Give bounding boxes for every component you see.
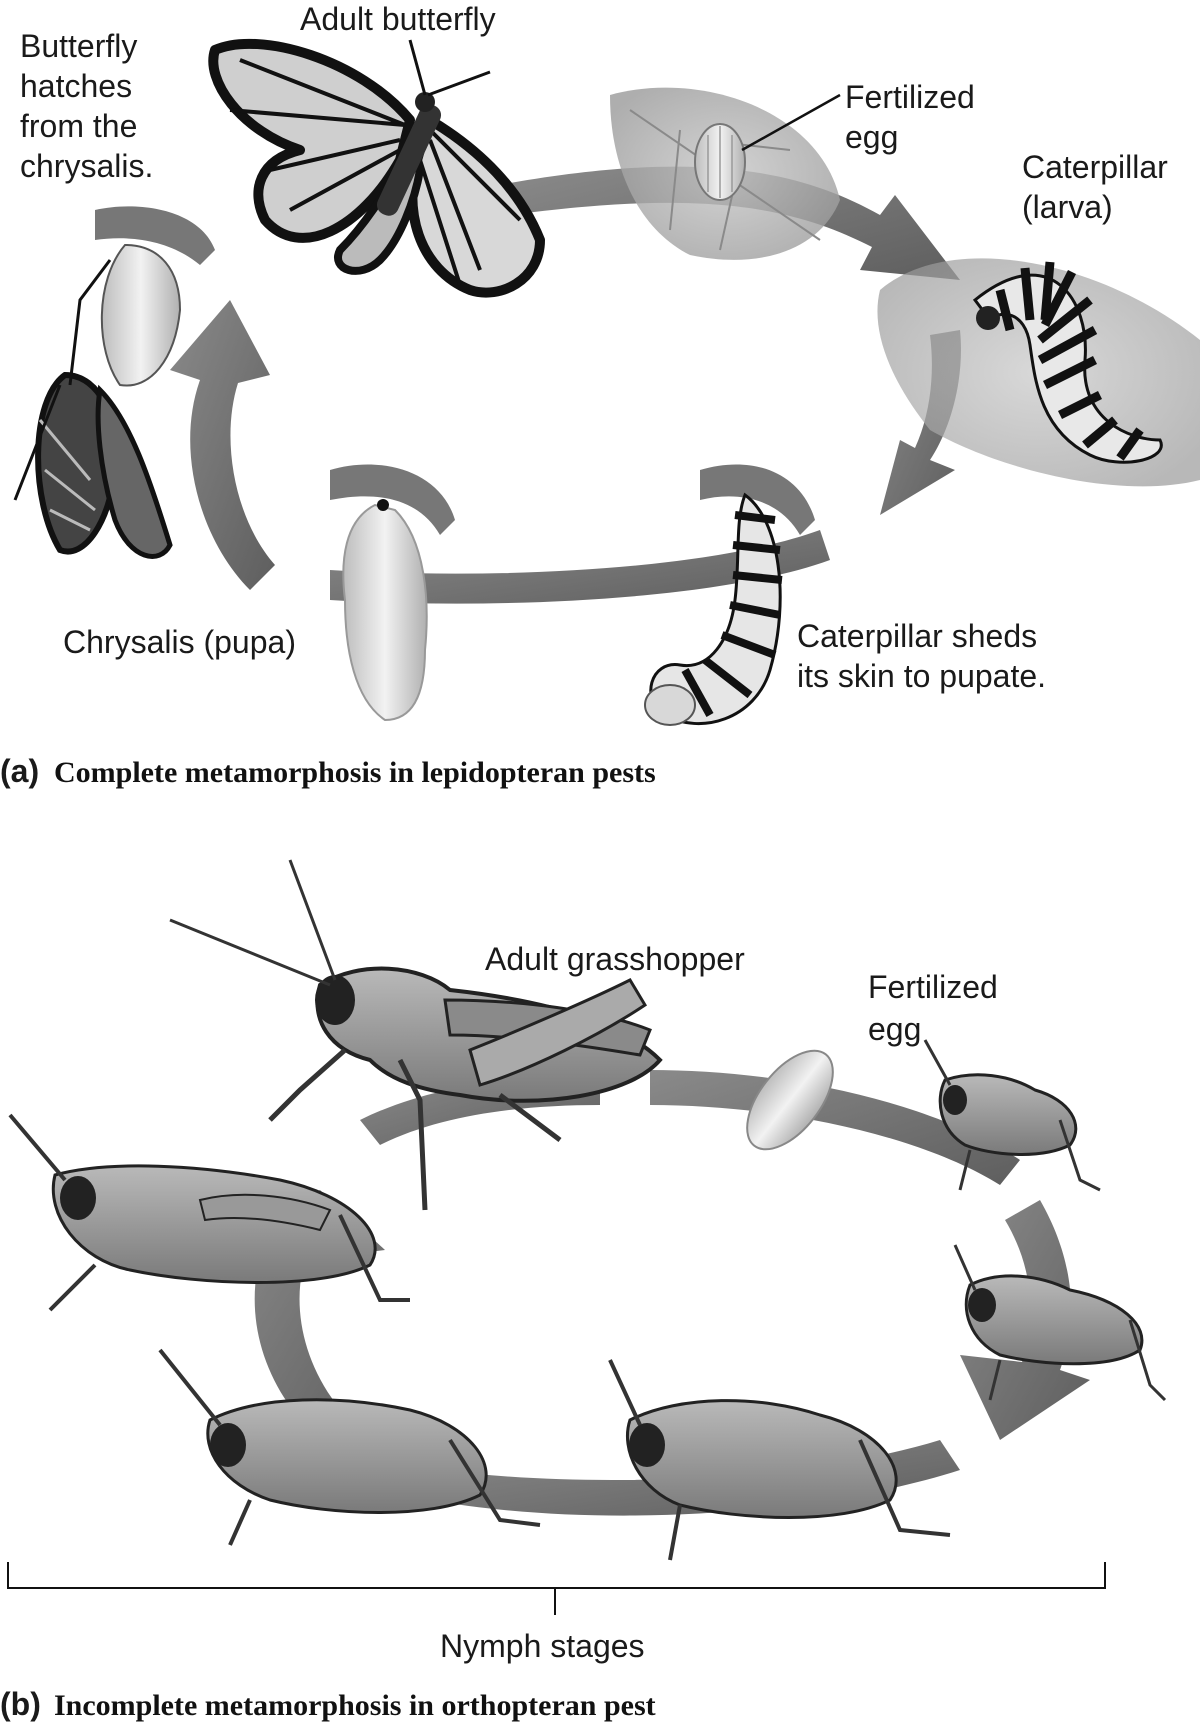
nymph-grasshopper-4	[158, 1348, 541, 1546]
nymph-grasshopper-1	[923, 1039, 1101, 1192]
chrysalis-illustration	[330, 464, 455, 722]
nymph-grasshopper-3	[608, 1359, 951, 1561]
adult-butterfly-illustration	[208, 38, 545, 298]
panel-b-caption-text: Incomplete metamorphosis in orthopteran …	[54, 1689, 656, 1722]
caterpillar-illustration	[877, 258, 1200, 487]
label-adult-butterfly: Adult butterfly	[300, 1, 496, 37]
nymph-grasshopper-5	[8, 1113, 410, 1312]
adult-grasshopper-illustration	[169, 859, 663, 1211]
nymph-stages-bracket	[7, 1562, 1106, 1615]
label-adult-grasshopper: Adult grasshopper	[485, 941, 745, 977]
pupating-caterpillar-illustration	[644, 464, 815, 726]
fertilized-egg-a	[694, 93, 841, 201]
label-fertilized-egg-b-1: Fertilized	[868, 969, 998, 1005]
label-caterpillar-sheds-2: its skin to pupate.	[797, 658, 1046, 694]
label-caterpillar-larva-2: (larva)	[1022, 189, 1113, 225]
label-fertilized-egg-b-2: egg	[868, 1011, 921, 1047]
nymph-grasshopper-2	[953, 1244, 1167, 1402]
label-butterfly-hatches-2: hatches	[20, 68, 132, 104]
label-butterfly-hatches-3: from the	[20, 108, 137, 144]
label-butterfly-hatches-4: chrysalis.	[20, 148, 153, 184]
panel-b-caption: (b) Incomplete metamorphosis in orthopte…	[0, 1686, 656, 1722]
panel-b-tag: (b)	[0, 1686, 41, 1722]
label-fertilized-egg-a-2: egg	[845, 119, 898, 155]
panel-a-tag: (a)	[0, 753, 39, 789]
panel-a-caption-text: Complete metamorphosis in lepidopteran p…	[54, 756, 656, 789]
label-chrysalis-pupa: Chrysalis (pupa)	[63, 624, 296, 660]
panel-a-caption: (a) Complete metamorphosis in lepidopter…	[0, 753, 656, 789]
label-fertilized-egg-a-1: Fertilized	[845, 79, 975, 115]
panel-b: Adult grasshopper Fertilized egg Nymph s…	[0, 859, 1167, 1722]
label-butterfly-hatches-1: Butterfly	[20, 28, 137, 64]
label-nymph-stages: Nymph stages	[440, 1628, 645, 1664]
fertilized-egg-b	[746, 1049, 834, 1151]
panel-a: Adult butterfly Butterfly hatches from t…	[0, 1, 1200, 789]
emerging-butterfly-illustration	[13, 206, 215, 559]
label-caterpillar-sheds-1: Caterpillar sheds	[797, 618, 1037, 654]
label-caterpillar-larva-1: Caterpillar	[1022, 149, 1168, 185]
panel-a-labels: Adult butterfly Butterfly hatches from t…	[20, 1, 1168, 694]
